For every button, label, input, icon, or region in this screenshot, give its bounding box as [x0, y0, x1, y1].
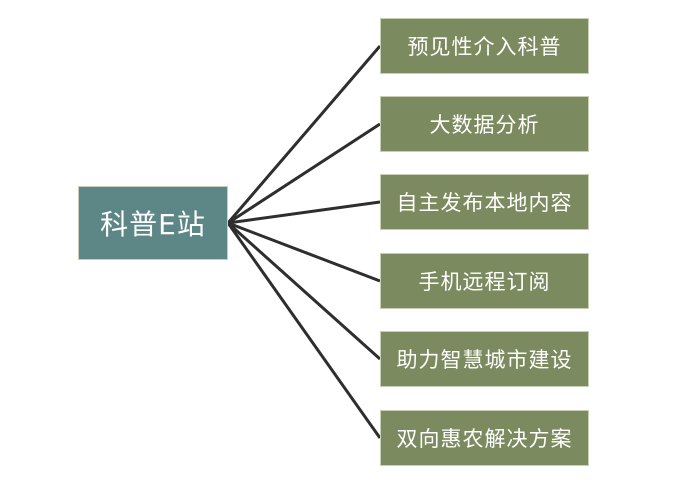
connector-line-1: [227, 122, 381, 225]
root-node-kepu-e-zhan: 科普E站: [78, 186, 228, 260]
branch-node-mobile-remote-subscription: 手机远程订阅: [380, 253, 589, 309]
connector-line-4: [226, 221, 382, 361]
connector-line-2: [227, 200, 381, 225]
branch-node-big-data-analysis: 大数据分析: [380, 96, 589, 152]
connector-line-0: [226, 45, 382, 224]
branch-node-smart-city-building: 助力智慧城市建设: [380, 331, 589, 387]
branch-node-predictive-science: 预见性介入科普: [380, 18, 589, 74]
connector-line-3: [227, 221, 381, 283]
branch-node-local-content-publishing: 自主发布本地内容: [380, 174, 589, 230]
branch-node-two-way-agri-solution: 双向惠农解决方案: [380, 410, 589, 466]
connector-line-5: [226, 222, 382, 439]
